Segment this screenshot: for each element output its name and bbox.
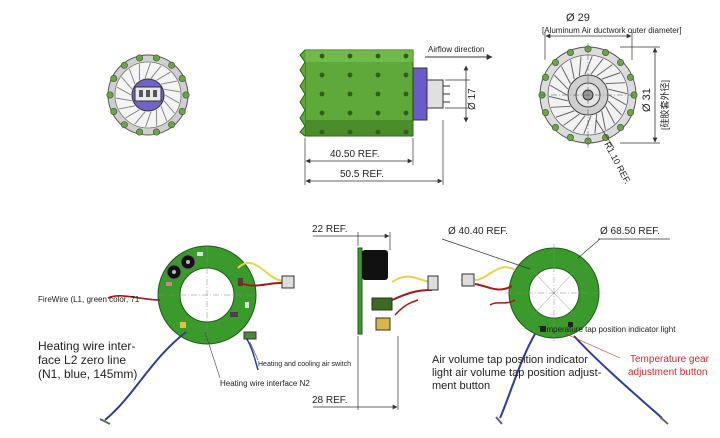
ref22-label: 22 REF. xyxy=(312,224,348,235)
temp-gear-line2: adjustment button xyxy=(628,367,708,378)
fan-side-view xyxy=(299,49,450,137)
temp-gear-line1: Temperature gear xyxy=(630,354,710,365)
d31-label: Ø 31 xyxy=(641,88,653,112)
heating-l2-line1: Heating wire inter- xyxy=(38,339,135,353)
aluminum-label: [Aluminum Air ductwork outer diameter] xyxy=(542,26,682,35)
d29-label: Ø 29 xyxy=(566,12,590,24)
temp-indicator-label: Temperature tap position indicator light xyxy=(538,325,676,334)
d17-label: Ø 17 xyxy=(467,88,478,110)
heating-cooling-label: Heating and cooling air switch xyxy=(258,361,351,368)
air-volume-line2: light air volume tap position adjust- xyxy=(432,367,602,379)
chinese-note-label: [硅胶套外径] xyxy=(659,80,670,130)
r110-label: R1.10 REF. xyxy=(602,140,632,185)
d6850-label: Ø 68.50 REF. xyxy=(600,226,660,237)
ref28-label: 28 REF. xyxy=(312,395,348,406)
ref4050-label: 40.50 REF. xyxy=(330,149,379,160)
airflow-label: Airflow direction xyxy=(428,45,484,54)
pcb-side-view xyxy=(357,247,439,335)
d4040-label: Ø 40.40 REF. xyxy=(448,226,508,237)
fan-front-view xyxy=(106,54,190,136)
firewire-label: FireWire (L1, green color, 71 xyxy=(38,295,140,304)
air-volume-line1: Air volume tap position indicator xyxy=(432,354,588,366)
heating-n2-label: Heating wire interface N2 xyxy=(220,379,310,388)
heating-l2-line2: face L2 zero line xyxy=(38,353,126,367)
air-volume-line3: ment button xyxy=(432,380,490,392)
ref505-label: 50.5 REF. xyxy=(340,169,384,180)
heating-l2-line3: (N1, blue, 145mm) xyxy=(38,367,137,381)
pcb-rear-view xyxy=(505,244,603,342)
pcb-front-view xyxy=(157,245,257,345)
